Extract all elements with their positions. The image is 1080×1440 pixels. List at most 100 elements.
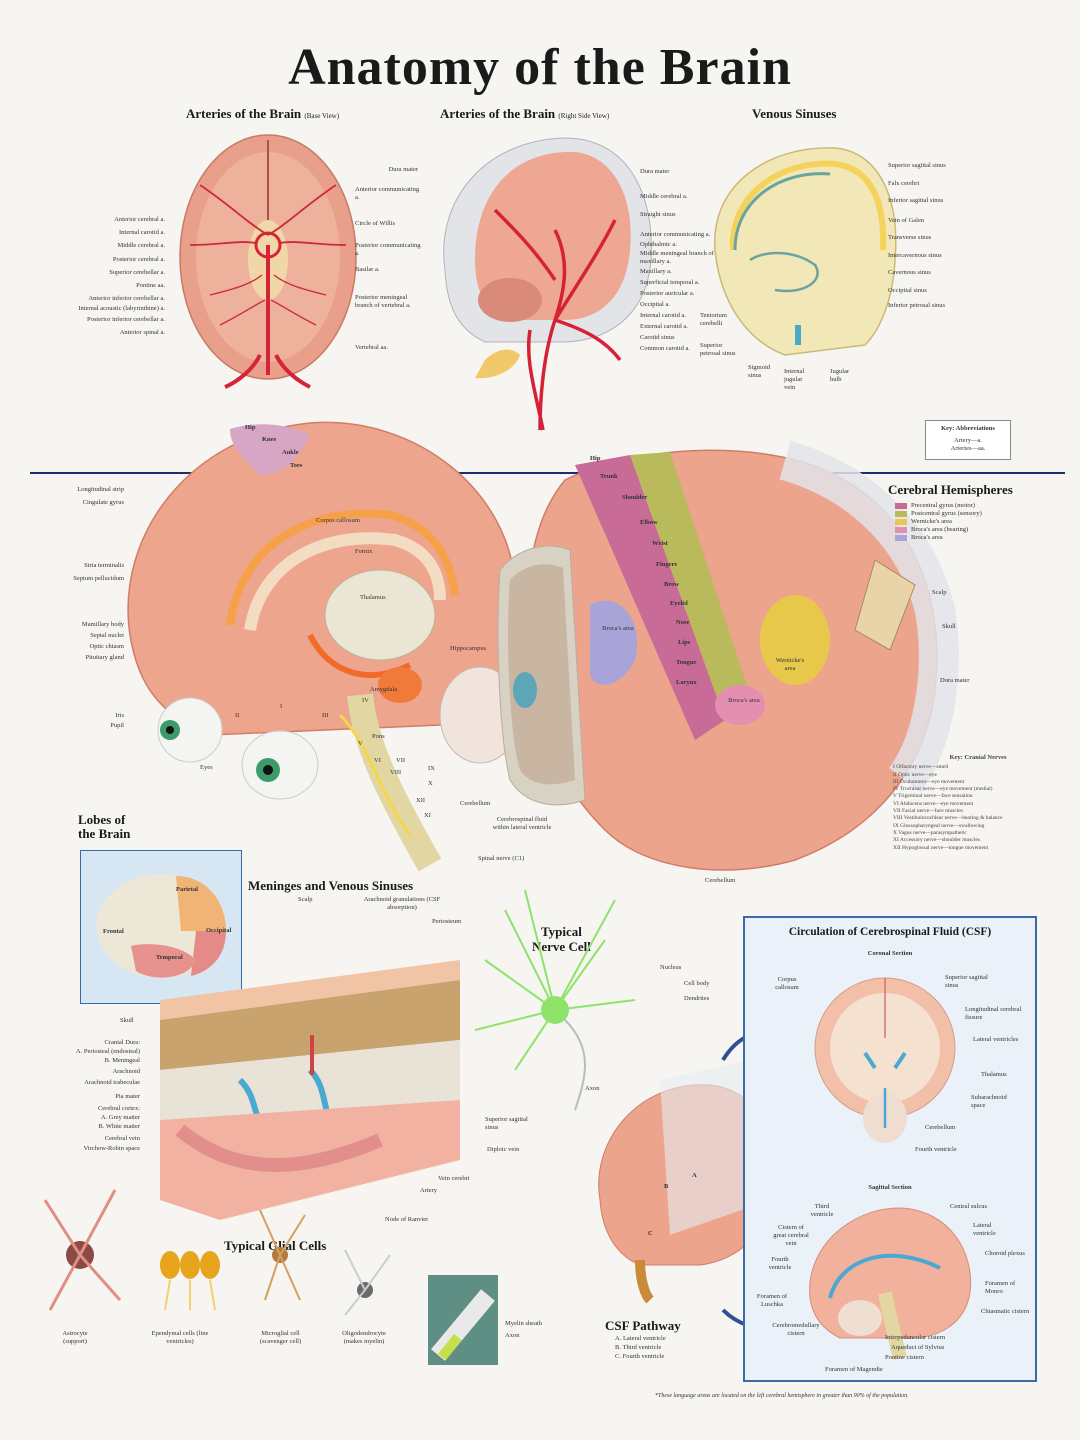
legend-swatch bbox=[895, 510, 907, 517]
pathway-marker-a: A bbox=[692, 1172, 697, 1179]
label: Cavernous sinus bbox=[888, 269, 931, 276]
label: Posterior cerebral a. bbox=[112, 255, 165, 263]
legend-label: Postcentral gyrus (sensory) bbox=[911, 510, 982, 517]
lobes-heading-line: the Brain bbox=[78, 826, 131, 841]
arteries-side-illustration bbox=[443, 137, 652, 431]
arteries-base-title: Arteries of the Brain bbox=[186, 106, 302, 121]
cranial-nerves-heading: Key: Cranial Nerves bbox=[949, 754, 1007, 761]
pathway-marker-b: B bbox=[664, 1183, 669, 1190]
area-label: Broca's area bbox=[728, 697, 760, 704]
homunculus-toes: Toes bbox=[290, 462, 303, 469]
meninges-scalp: Scalp bbox=[298, 896, 313, 903]
label: Vertebral aa. bbox=[355, 344, 388, 351]
sagittal-right-label: Interpeduncular cistern bbox=[885, 1334, 946, 1341]
arteries-side-labels-left: Dura mater bbox=[360, 166, 418, 174]
label: Cerebral cortex: bbox=[97, 1105, 140, 1112]
footnote: *These language areas are located on the… bbox=[655, 1393, 909, 1399]
label: Pituitary gland bbox=[85, 654, 124, 661]
cranial-nerve-item: IX Glossopharyngeal nerve—swallowing bbox=[893, 822, 985, 829]
sagittal-right-label: Aqueduct of Sylvius bbox=[891, 1344, 945, 1351]
pathway-item: A. Lateral ventricle bbox=[615, 1335, 666, 1342]
cranial-nerve-item: VI Abducens nerve—eye movement bbox=[893, 800, 974, 807]
label: Iris bbox=[115, 712, 124, 719]
nerve-numeral: VIII bbox=[390, 769, 402, 776]
cranial-nerve-item: I Olfactory nerve—smell bbox=[893, 764, 949, 771]
hemispheres-legend: Precentral gyrus (motor) Postcentral gyr… bbox=[895, 502, 982, 542]
scalp-label: Scalp bbox=[932, 589, 947, 596]
cranial-nerve-item: XI Accessory nerve—shoulder muscles bbox=[893, 837, 980, 844]
label: Internal jugular vein bbox=[784, 368, 805, 391]
homunculus-label: Wrist bbox=[652, 540, 668, 547]
meninges-sss: Superior sagittal sinus bbox=[485, 1116, 528, 1131]
label: Anterior inferior cerebellar a. bbox=[88, 295, 165, 303]
label: Stria terminalis bbox=[84, 562, 124, 569]
lobe-parietal: Parietal bbox=[176, 886, 199, 893]
sagittal-left-label: Cistern of great cerebral vein bbox=[773, 1224, 809, 1247]
nerve-cell-heading: Typical Nerve Cell bbox=[532, 924, 591, 954]
label: Internal acoustic (labyrinthine) a. bbox=[78, 305, 165, 313]
legend-swatch bbox=[895, 502, 907, 509]
midsagittal-labels-left: Longitudinal strip Cingulate gyrus Stria… bbox=[40, 486, 124, 752]
lobe-temporal: Temporal bbox=[156, 954, 183, 961]
legend-swatch bbox=[895, 518, 907, 525]
label: Ophthalmic a. bbox=[640, 241, 677, 248]
coronal-right-label: Lateral ventricles bbox=[973, 1036, 1019, 1043]
sagittal-left-label: Cerebromedullary cistern bbox=[772, 1322, 820, 1337]
sagittal-left-label: Foramen of Luschka bbox=[756, 1293, 788, 1308]
myelin-sheath-label: Myelin sheath bbox=[505, 1320, 543, 1327]
nerve-numeral: II bbox=[235, 712, 240, 719]
arteries-side-view: (Right Side View) bbox=[558, 112, 610, 120]
pathway-item: B. Third ventricle bbox=[615, 1344, 662, 1351]
arteries-side-title: Arteries of the Brain bbox=[440, 106, 556, 121]
label: Pontine aa. bbox=[136, 282, 165, 290]
cranial-nerve-item: III Oculomotor—eye movement bbox=[893, 778, 965, 785]
pons-label: Pons bbox=[372, 733, 385, 740]
arteries-base-illustration bbox=[179, 134, 357, 389]
nerve-numeral: V bbox=[358, 740, 363, 747]
label: Anterior communicating a. bbox=[355, 186, 420, 201]
nerve-numeral: III bbox=[322, 712, 329, 719]
astrocyte-label: Astrocyte (support) bbox=[62, 1330, 88, 1345]
arteries-base-labels-left: Anterior cerebral a. Internal carotid a.… bbox=[60, 213, 165, 339]
label: Arachnoid bbox=[112, 1068, 140, 1075]
nerve-cell-illustration bbox=[474, 889, 636, 1111]
sagittal-illustration bbox=[809, 1207, 972, 1360]
sagittal-right-label: Foramen of Magendie bbox=[825, 1366, 883, 1373]
sagittal-right-label: Central sulcus bbox=[950, 1203, 988, 1210]
meninges-diploic: Diploic vein bbox=[487, 1146, 520, 1153]
label: A. Grey matter bbox=[100, 1114, 140, 1121]
label: Posterior auricular a. bbox=[640, 290, 695, 297]
legend-item: Broca's area (hearing) bbox=[895, 526, 982, 534]
meninges-heading: Meninges and Venous Sinuses bbox=[248, 878, 414, 893]
label: Pupil bbox=[110, 722, 124, 729]
label: Septum pellucidum bbox=[73, 575, 124, 582]
label: Septal nuclei bbox=[90, 632, 124, 639]
label: B. White matter bbox=[98, 1123, 140, 1130]
nerve-numeral: X bbox=[428, 780, 433, 787]
homunculus-label: Eyelid bbox=[670, 600, 688, 607]
cerebellum-label: Cerebellum bbox=[705, 877, 736, 884]
label: Middle cerebral a. bbox=[117, 242, 165, 250]
lobes-box: Frontal Parietal Occipital Temporal bbox=[80, 850, 242, 1004]
arteries-side-labels-right: Dura mater Middle cerebral a. Straight s… bbox=[640, 166, 720, 354]
label: Transverse sinus bbox=[888, 234, 932, 241]
venous-heading: Venous Sinuses bbox=[752, 106, 837, 121]
label: Internal carotid a. bbox=[118, 229, 165, 237]
label: Superior petrosal sinus bbox=[700, 342, 736, 357]
label: Occipital a. bbox=[640, 301, 670, 308]
meninges-skull: Skull bbox=[120, 1017, 134, 1024]
csf-ventricle-label: Cerebrospinal fluid within lateral ventr… bbox=[492, 816, 552, 831]
meninges-artery: Artery bbox=[420, 1187, 437, 1194]
meninges-periosteum: Periosteum bbox=[432, 918, 462, 925]
label: B. Meningeal bbox=[104, 1057, 140, 1064]
coronal-right-label: Longitudinal cerebral fissure bbox=[965, 1006, 1022, 1021]
homunculus-label: Lips bbox=[678, 639, 691, 646]
legend-label: Precentral gyrus (motor) bbox=[911, 502, 975, 509]
coronal-illustration bbox=[814, 977, 956, 1143]
csf-pathway-list: A. Lateral ventricle B. Third ventricle … bbox=[615, 1334, 666, 1361]
nerve-nucleus-label: Nucleus bbox=[660, 964, 682, 971]
label: Circle of Willis bbox=[355, 220, 396, 227]
spinal-nerve-label: Spinal nerve (C1) bbox=[478, 855, 525, 862]
homunculus-hip: Hip bbox=[245, 424, 256, 431]
amygdala-label: Amygdala bbox=[370, 686, 398, 693]
